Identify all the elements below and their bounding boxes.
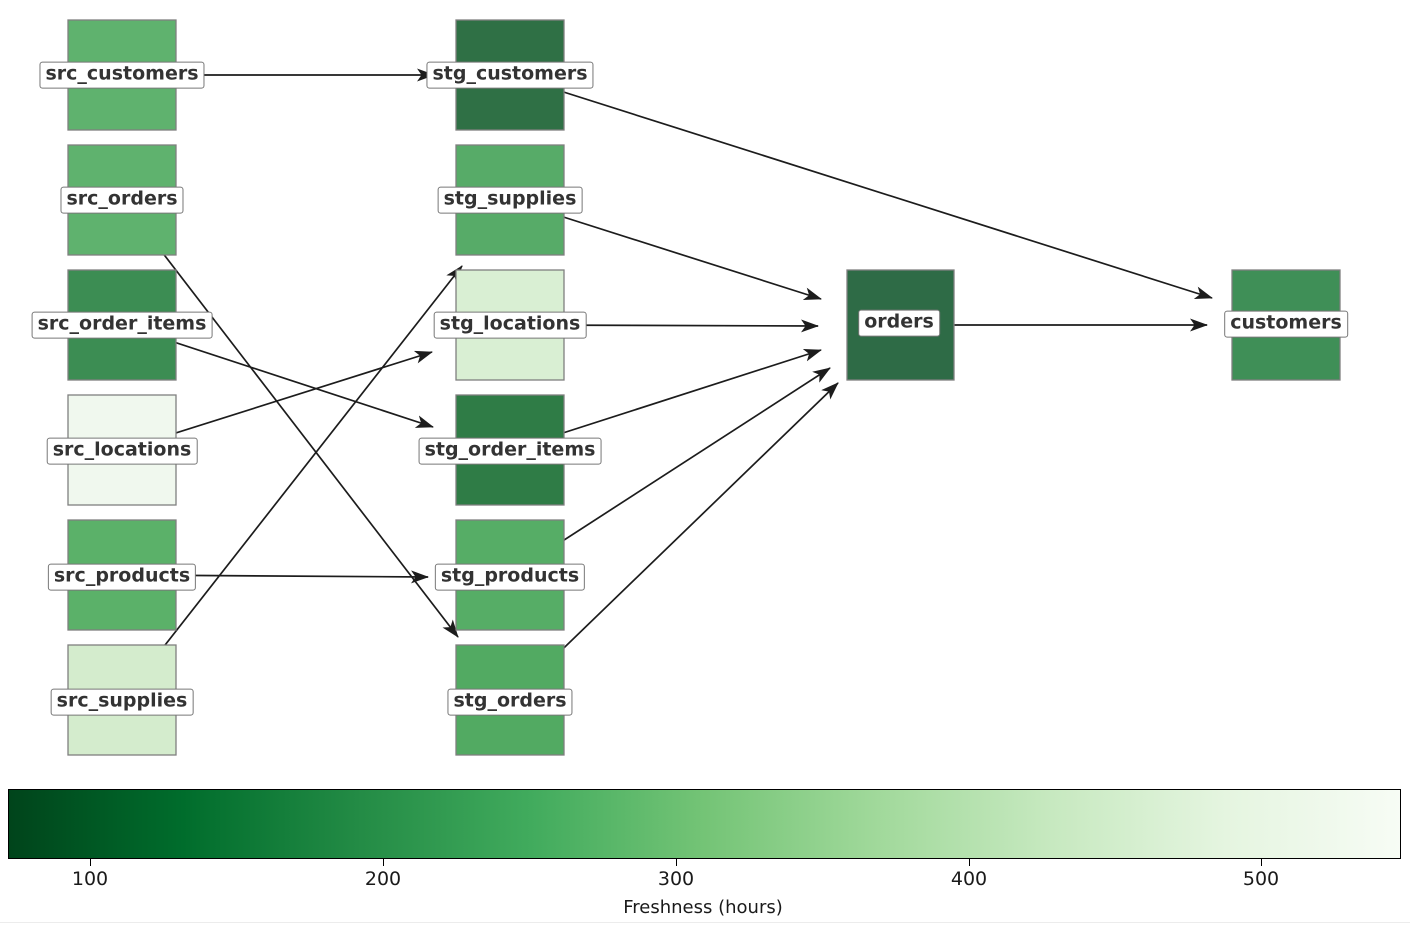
edge-src_orders-stg_orders xyxy=(121,199,459,638)
node-label-src_order_items[interactable]: src_order_items xyxy=(31,311,213,339)
edge-layer xyxy=(121,68,1213,701)
edge-stg_customers-customers xyxy=(509,74,1213,300)
node-label-customers[interactable]: customers xyxy=(1224,310,1348,338)
colorbar-tick-200 xyxy=(383,859,385,866)
node-label-stg_products[interactable]: stg_products xyxy=(434,563,586,591)
node-label-src_orders[interactable]: src_orders xyxy=(60,186,184,214)
node-label-stg_customers[interactable]: stg_customers xyxy=(426,61,594,89)
colorbar xyxy=(8,789,1401,859)
colorbar-tick-label-300: 300 xyxy=(657,868,695,890)
node-label-src_supplies[interactable]: src_supplies xyxy=(50,688,194,716)
edge-src_supplies-stg_supplies xyxy=(121,265,463,701)
node-label-orders[interactable]: orders xyxy=(858,309,940,337)
colorbar-tick-300 xyxy=(676,859,678,866)
colorbar-tick-500 xyxy=(1261,859,1263,866)
node-label-src_customers[interactable]: src_customers xyxy=(39,61,205,89)
colorbar-tick-label-100: 100 xyxy=(71,868,109,890)
colorbar-tick-label-200: 200 xyxy=(364,868,402,890)
lineage-graph xyxy=(67,19,1341,756)
node-label-src_locations[interactable]: src_locations xyxy=(46,437,198,465)
node-label-stg_order_items[interactable]: stg_order_items xyxy=(418,437,602,465)
node-label-stg_supplies[interactable]: stg_supplies xyxy=(437,186,583,214)
figure-bottom-border xyxy=(0,922,1410,923)
colorbar-tick-100 xyxy=(90,859,92,866)
colorbar-title: Freshness (hours) xyxy=(623,897,783,918)
edge-stg_orders-orders xyxy=(509,382,839,701)
colorbar-tick-400 xyxy=(969,859,971,866)
node-label-src_products[interactable]: src_products xyxy=(47,563,197,591)
node-label-stg_orders[interactable]: stg_orders xyxy=(447,688,573,716)
colorbar-tick-label-400: 400 xyxy=(950,868,988,890)
node-label-stg_locations[interactable]: stg_locations xyxy=(433,311,587,339)
colorbar-tick-label-500: 500 xyxy=(1242,868,1280,890)
